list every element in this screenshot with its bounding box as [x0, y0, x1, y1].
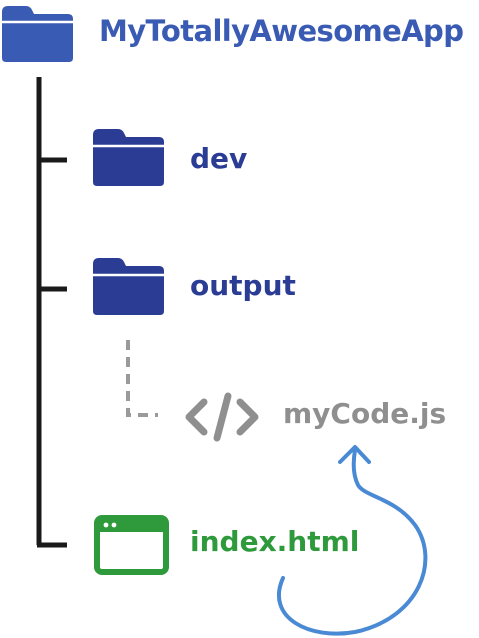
root-folder-icon	[2, 6, 73, 62]
tree-lines	[37, 77, 67, 545]
code-icon	[189, 396, 255, 438]
browser-window-icon	[97, 518, 166, 572]
dev-folder-label: dev	[190, 145, 247, 173]
root-folder-label: MyTotallyAwesomeApp	[99, 17, 463, 46]
output-folder-label: output	[190, 272, 296, 300]
dev-folder-icon	[93, 129, 164, 186]
dashed-connector	[128, 340, 158, 415]
index-file-label: index.html	[190, 528, 359, 556]
mycode-file-label: myCode.js	[283, 400, 446, 428]
output-folder-icon	[93, 258, 164, 315]
